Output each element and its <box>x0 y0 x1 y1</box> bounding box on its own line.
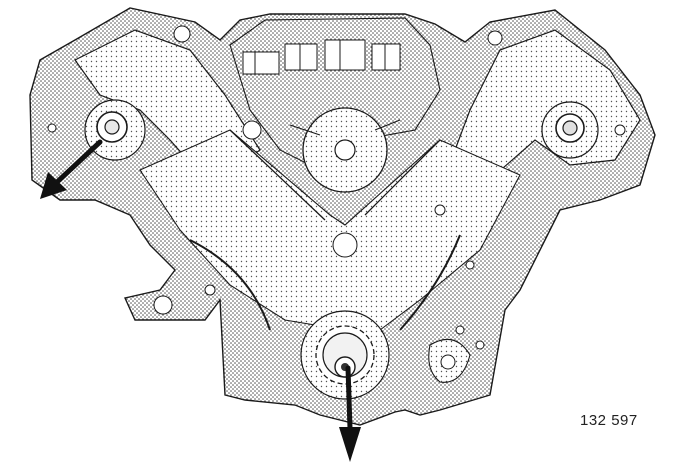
left-camshaft-arrow <box>40 139 103 199</box>
timing-chain-cover <box>139 129 521 331</box>
right-camshaft-sprocket <box>541 101 599 159</box>
chain-guide-rail <box>189 234 461 331</box>
crankshaft-arrow <box>339 365 361 462</box>
crankshaft-sprocket <box>300 310 390 400</box>
figure-number: 132 597 <box>580 412 638 429</box>
water-pump <box>289 107 401 193</box>
